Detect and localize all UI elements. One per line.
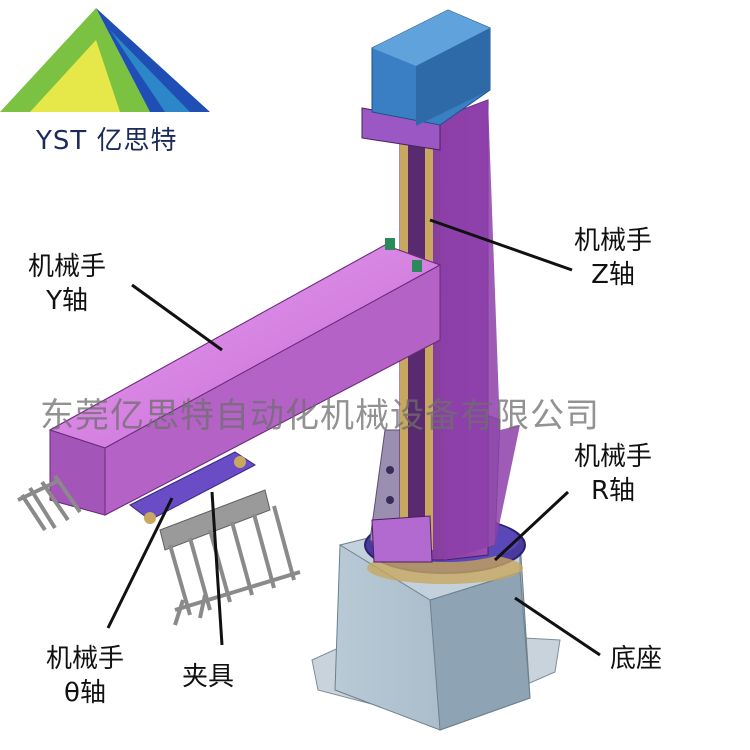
gripper-fixture	[129, 451, 301, 626]
watermark-text: 东莞亿思特自动化机械设备有限公司	[40, 396, 600, 436]
label-y-axis-line1: 机械手	[28, 252, 107, 282]
label-theta-axis-line1: 机械手	[46, 644, 125, 674]
leader-r-axis	[493, 490, 570, 562]
leader-base	[514, 596, 601, 657]
label-r-axis: 机械手 R轴	[574, 440, 652, 508]
leader-theta-axis	[106, 497, 174, 629]
label-y-axis: 机械手 Y轴	[28, 250, 106, 318]
leader-fixture	[210, 491, 224, 646]
leader-lines	[106, 218, 601, 657]
label-z-axis-line2: Z轴	[591, 260, 635, 290]
label-theta-axis-line2: θ轴	[64, 678, 106, 708]
label-z-axis-line1: 机械手	[574, 226, 653, 256]
company-logo	[0, 8, 210, 112]
label-fixture-line1: 夹具	[182, 662, 235, 692]
label-y-axis-line2: Y轴	[46, 286, 88, 316]
label-base: 底座	[610, 642, 662, 676]
label-z-axis: 机械手 Z轴	[574, 224, 652, 292]
arm-end-forks	[17, 474, 82, 532]
label-r-axis-line2: R轴	[590, 476, 636, 506]
label-base-line1: 底座	[610, 644, 663, 674]
label-fixture: 夹具	[182, 660, 234, 694]
logo-text: YST 亿思特	[36, 126, 178, 156]
y-arm	[48, 238, 442, 516]
leader-y-axis	[131, 283, 223, 352]
label-r-axis-line1: 机械手	[574, 442, 653, 472]
label-theta-axis: 机械手 θ轴	[46, 642, 124, 710]
leader-z-axis	[429, 218, 573, 272]
